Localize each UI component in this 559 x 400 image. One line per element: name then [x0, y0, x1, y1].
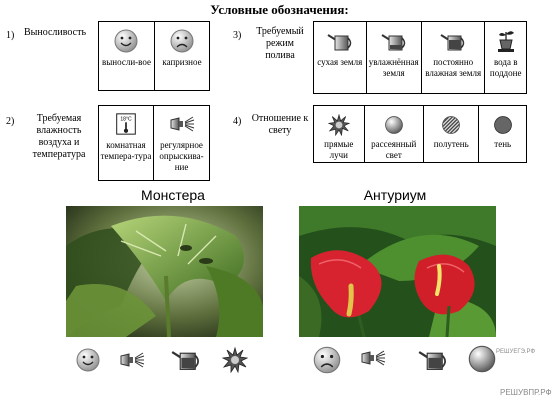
endurance-item-hardy: выносли-вое [99, 22, 154, 90]
anthurium-watering-can-wet-icon [418, 351, 446, 370]
watering-caption-dry: сухая земля [317, 57, 363, 67]
light-caption-shade: тень [494, 139, 512, 149]
pot-tray-icon [497, 31, 514, 52]
light-item-diffused: рассеянный свет [363, 106, 423, 162]
humidity-item-spraying: регулярное опрыскива-ние [153, 106, 209, 180]
smiley-happy-icon [114, 29, 138, 53]
anthurium-gradient-circle-icon [468, 345, 496, 373]
watering-item-moist: увлажнённая земля [365, 22, 421, 93]
endurance-caption-capricious: капризное [162, 57, 202, 67]
watering-caption-moist: увлажнённая земля [368, 57, 419, 78]
humidity-legend-box: 18°C комнатная темпера-тура регулярное о… [98, 105, 210, 181]
monstera-sun-burst-icon [222, 347, 248, 373]
smiley-sad-icon [170, 29, 194, 53]
endurance-number: 1) [6, 30, 15, 41]
watering-label: Требуемый режим полива [256, 26, 304, 61]
plant-name-anthurium: Антуриум [363, 187, 427, 203]
plant-name-monstera: Монстера [141, 187, 205, 203]
light-number: 4) [233, 116, 242, 127]
sun-burst-icon [327, 114, 351, 136]
striped-circle-icon [442, 116, 461, 134]
monstera-photo [66, 206, 263, 337]
legend-title: Условные обозначения: [210, 2, 349, 17]
watering-item-wet: постоянно влажная земля [420, 22, 484, 93]
humidity-number: 2) [6, 116, 15, 127]
watering-caption-wet: постоянно влажная земля [425, 57, 482, 78]
humidity-label: Требуемая влажность воздуха и температур… [32, 113, 86, 160]
light-label: Отношение к свету [251, 113, 309, 136]
thermometer-icon: 18°C [116, 113, 136, 135]
sprayer-icon [170, 116, 194, 132]
watering-legend-box: сухая земля увлажнённая земля постоянно … [313, 21, 527, 94]
dark-circle-icon [493, 116, 512, 134]
endurance-legend-box: выносли-вое капризное [98, 21, 210, 91]
monstera-smiley-happy-icon [76, 348, 100, 372]
light-caption-diffused: рассеянный свет [371, 139, 417, 160]
light-caption-partial-shade: полутень [433, 139, 469, 149]
endurance-label: Выносливость [24, 27, 87, 38]
thermometer-text: 18°C [120, 117, 132, 123]
watering-can-dry-icon [327, 34, 351, 51]
watermark-top: РЕШУЕГЭ.РФ [496, 349, 536, 355]
endurance-caption-hardy: выносли-вое [102, 57, 151, 67]
humidity-caption-spraying: регулярное опрыскива-ние [159, 140, 204, 172]
humidity-caption-room-temperature: комнатная темпера-тура [100, 140, 152, 161]
humidity-item-room-temperature: 18°C комнатная темпера-тура [99, 106, 153, 180]
gradient-circle-icon [384, 116, 403, 134]
endurance-item-capricious: капризное [153, 22, 209, 90]
watering-can-wet-icon [440, 34, 465, 51]
light-legend-box: прямые лучи рассеянный свет полутень тен… [313, 105, 527, 163]
anthurium-photo [299, 206, 496, 337]
light-item-partial-shade: полутень [422, 106, 478, 162]
watering-can-moist-icon [381, 34, 405, 51]
anthurium-smiley-sad-icon [313, 346, 341, 374]
light-item-shade: тень [478, 106, 526, 162]
watering-item-dry: сухая земля [314, 22, 366, 93]
light-item-direct: прямые лучи [314, 106, 364, 162]
monstera-sprayer-icon [120, 352, 145, 368]
watermark-bottom: РЕШУВПР.РФ [500, 388, 552, 397]
watering-caption-tray: вода в поддоне [489, 57, 522, 78]
light-caption-direct: прямые лучи [324, 139, 354, 160]
watering-number: 3) [233, 30, 242, 41]
watering-item-tray: вода в поддоне [484, 22, 526, 93]
monstera-watering-can-wet-icon [171, 351, 199, 370]
anthurium-sprayer-icon [361, 350, 386, 366]
